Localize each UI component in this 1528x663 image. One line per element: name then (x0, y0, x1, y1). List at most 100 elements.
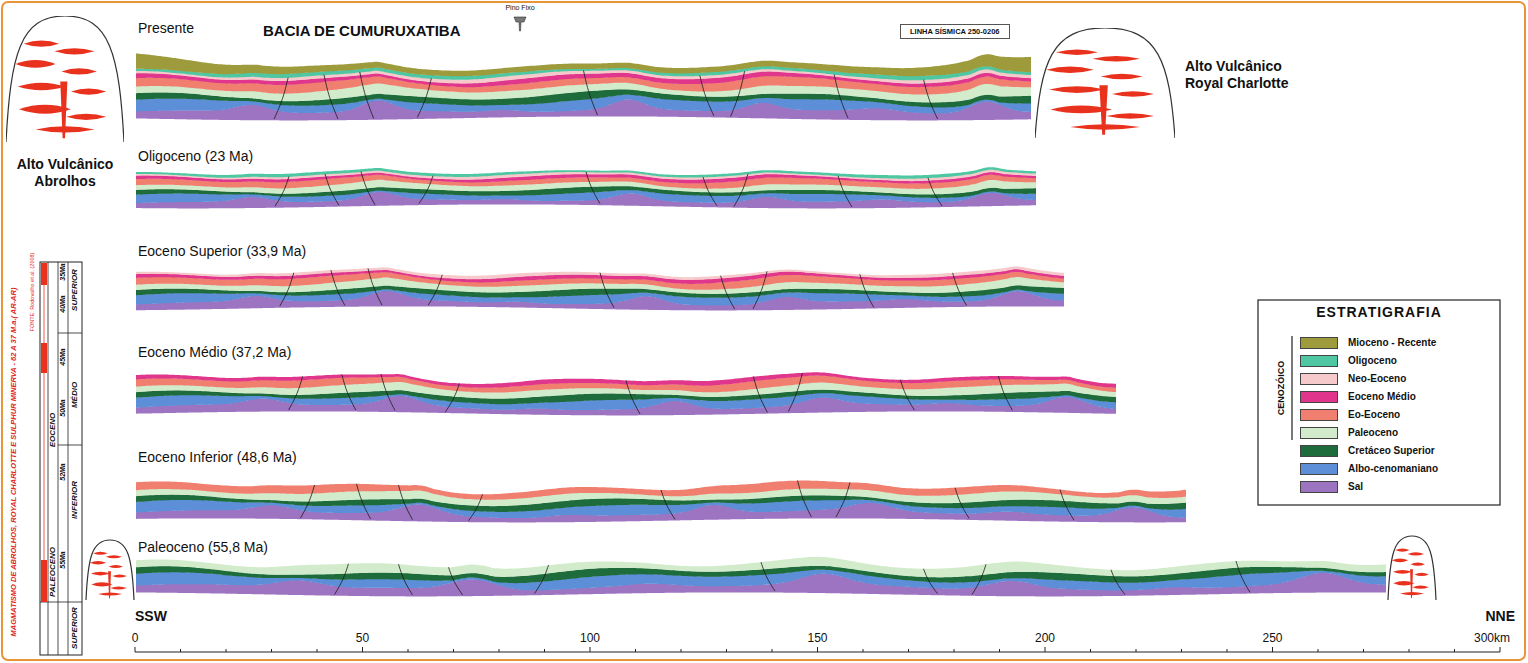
fault-line (836, 482, 850, 517)
legend-swatch (1300, 409, 1338, 421)
magmatism-bar (41, 263, 47, 285)
volcanic-sill (91, 572, 110, 576)
cross-section (136, 266, 1064, 310)
legend-text: Sal (1348, 481, 1363, 493)
fault-line (953, 273, 967, 306)
direction-label: SSW (135, 608, 167, 624)
volcano-ground (6, 16, 124, 142)
magmatism-range (44, 285, 45, 600)
volcano-figure (1035, 28, 1175, 138)
fault-line (703, 177, 717, 206)
fault-line (428, 275, 442, 305)
fault-line (449, 567, 463, 595)
scale-number: 0 (132, 632, 139, 646)
axis-tick (681, 649, 682, 652)
volcanic-sill (106, 555, 122, 558)
fault-line (798, 481, 812, 518)
fault-line (357, 484, 371, 519)
volcanic-sill (1046, 67, 1094, 74)
strata-layer (136, 372, 1116, 388)
legend-swatch (1300, 481, 1338, 493)
axis-tick (908, 649, 909, 652)
time-scale-divider (48, 262, 49, 655)
axis-tick (590, 647, 591, 652)
fault-line (753, 271, 767, 308)
legend-swatch (1300, 337, 1338, 349)
fault-line (788, 373, 802, 412)
volcano-ground (1388, 536, 1436, 600)
legend-swatch (1300, 463, 1338, 475)
volcanic-sill (66, 114, 106, 120)
pin-label: Pino Fixo (505, 4, 534, 12)
fault-line (1060, 490, 1074, 521)
axis-tick (817, 647, 818, 652)
age-label: 55Ma (59, 551, 67, 569)
axis-tick (135, 647, 136, 652)
volcanic-sill (15, 60, 55, 68)
age-label: 50Ma (59, 399, 67, 417)
time-scale-divider (68, 262, 69, 655)
fault-line (661, 490, 675, 519)
fault-line (924, 80, 938, 119)
scale-axis (135, 647, 1500, 652)
fault-line (600, 273, 614, 308)
fault-line (1236, 561, 1250, 592)
axis-tick (1500, 647, 1501, 652)
volcanic-conduit (60, 82, 67, 139)
fault-line (734, 174, 748, 207)
volcano-ground (1035, 28, 1175, 138)
fault-line (274, 77, 288, 119)
volcanic-sill (93, 552, 107, 555)
fault-line (700, 76, 714, 116)
fault-line (900, 380, 914, 410)
fault-line (419, 176, 433, 204)
source-note: FONTE: Rodovalho et al. (2008) (29, 253, 35, 332)
volcanic-sill (24, 41, 59, 47)
axis-tick (544, 649, 545, 652)
axis-tick (954, 649, 955, 652)
fault-line (535, 565, 549, 593)
scale-number: 250 (1262, 632, 1282, 646)
seismic-line-box: LINHA SÍSMICA 250-0206 (900, 24, 1010, 39)
axis-tick (1363, 649, 1364, 652)
volcanic-conduit (108, 571, 111, 598)
time-scale-divider (58, 262, 59, 655)
axis-tick (408, 649, 409, 652)
time-scale-divider (58, 333, 82, 334)
fault-line (325, 174, 339, 205)
volcanic-sill (1106, 113, 1154, 119)
axis-tick (271, 649, 272, 652)
scale-number: 100 (580, 632, 600, 646)
subepoch-label: SUPERIOR (70, 607, 79, 649)
age-label: 52Ma (59, 463, 67, 481)
fault-line (360, 72, 374, 119)
fault-line (301, 485, 315, 518)
axis-tick (1409, 649, 1410, 652)
fault-line (361, 172, 375, 205)
volcanic-sill (112, 575, 126, 578)
volcanic-sill (1392, 558, 1408, 562)
volcanic-high: Alto Vulcânico Royal Charlotte (1035, 28, 1175, 138)
legend-bracket (1291, 336, 1292, 440)
volcanic-sill (1412, 586, 1428, 589)
fault-line (342, 375, 356, 411)
axis-tick (180, 649, 181, 652)
magmatism-note: MAGMATISMO DE ABROLHOS, ROYAL CHARLOTTE … (10, 288, 19, 637)
axis-tick (1181, 649, 1182, 652)
axis-tick (1272, 647, 1273, 652)
scale-number: 150 (807, 632, 827, 646)
legend-swatch (1300, 391, 1338, 403)
small-volcano (1388, 536, 1436, 600)
cross-section (136, 53, 1031, 120)
section-title: Oligoceno (23 Ma) (138, 148, 253, 164)
legend-text: Paleoceno (1348, 427, 1398, 439)
fault-line (998, 376, 1012, 410)
volcanic-conduit (1410, 569, 1413, 598)
volcano-outline (6, 16, 124, 142)
legend-text: Oligoceno (1348, 355, 1397, 367)
axis-tick (1454, 649, 1455, 652)
fault-line (399, 564, 413, 595)
volcano-figure (6, 16, 124, 142)
